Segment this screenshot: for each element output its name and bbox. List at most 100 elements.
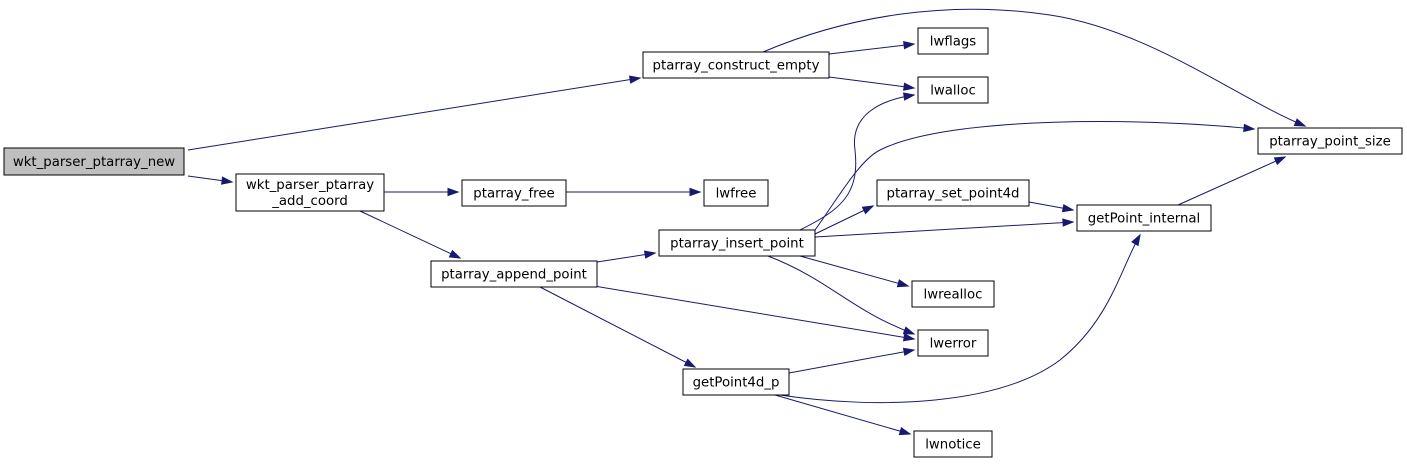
arrowhead: [683, 358, 697, 368]
edge-n8-to-n13: [593, 285, 916, 342]
node-label: lwflags: [930, 34, 977, 49]
node-wkt-parser-ptarray-add-coord[interactable]: wkt_parser_ptarray_add_coord: [235, 173, 385, 212]
edge-n2-to-n6: [384, 187, 460, 197]
node-box: [1257, 127, 1403, 155]
node-label: ptarray_construct_empty: [653, 58, 820, 73]
edge-n9-to-n11: [814, 218, 1075, 238]
edge-n14-to-n11: [779, 233, 1141, 404]
node-box: [917, 329, 989, 357]
edge-n1-to-n4: [828, 76, 916, 91]
edge-n9-to-n4: [799, 92, 916, 231]
node-wkt-parser-ptarray-new[interactable]: wkt_parser_ptarray_new: [3, 147, 185, 176]
arrowhead: [902, 347, 916, 357]
node-box: [913, 430, 993, 458]
node-box: [703, 179, 769, 207]
edge-n0-to-n1: [187, 75, 642, 151]
edge-n1-to-n5: [762, 8, 1307, 127]
arrowhead: [448, 249, 462, 259]
node-label: ptarray_set_point4d: [887, 186, 1020, 201]
node-box: [917, 27, 989, 55]
nodes-layer: wkt_parser_ptarray_new ptarray_construct_…: [3, 27, 1403, 458]
node-label: lwalloc: [930, 83, 976, 98]
arrowhead: [1243, 123, 1256, 133]
edge-line: [788, 349, 915, 374]
node-lwrealloc[interactable]: lwrealloc: [911, 280, 995, 308]
node-lwerror[interactable]: lwerror: [917, 329, 989, 357]
edge-line: [828, 43, 915, 55]
arrowhead: [1131, 233, 1141, 247]
node-label: getPoint4d_p: [693, 375, 780, 390]
arrowhead: [861, 205, 875, 215]
node-ptarray-point-size[interactable]: ptarray_point_size: [1257, 127, 1403, 155]
edge-n8-to-n9: [596, 250, 657, 263]
node-label: wkt_parser_ptarray_new: [13, 155, 175, 170]
arrowhead: [902, 92, 916, 101]
node-box: [917, 76, 989, 104]
node-box: [876, 179, 1030, 207]
node-lwnotice[interactable]: lwnotice: [913, 430, 993, 458]
node-getpoint4d-p[interactable]: getPoint4d_p: [682, 368, 790, 396]
node-ptarray-append-point[interactable]: ptarray_append_point: [430, 260, 598, 288]
node-ptarray-insert-point[interactable]: ptarray_insert_point: [658, 229, 816, 257]
node-label: ptarray_insert_point: [670, 236, 804, 251]
edge-line: [799, 255, 909, 287]
node-ptarray-set-point4d[interactable]: ptarray_set_point4d: [876, 179, 1030, 207]
node-box: [911, 280, 995, 308]
edge-line: [1177, 156, 1286, 206]
node-lwfree[interactable]: lwfree: [703, 179, 769, 207]
arrowhead: [447, 187, 460, 197]
edge-line: [593, 285, 915, 340]
node-ptarray-free[interactable]: ptarray_free: [461, 179, 567, 207]
node-box: [1076, 204, 1212, 232]
arrowhead: [902, 333, 916, 342]
edge-line: [539, 286, 696, 368]
node-label: ptarray_point_size: [1269, 134, 1391, 149]
node-box: [235, 173, 385, 212]
edge-line: [779, 234, 1141, 404]
edge-n9-to-n10: [814, 205, 875, 235]
arrowhead: [903, 41, 916, 50]
node-label: _add_coord: [271, 194, 348, 209]
edge-n9-to-n12: [799, 255, 910, 288]
edge-n11-to-n5: [1177, 156, 1287, 206]
edge-n2-to-n8: [359, 210, 462, 259]
edge-line: [799, 94, 915, 231]
arrowhead: [896, 279, 910, 288]
arrowhead: [1062, 218, 1075, 227]
edge-line: [814, 205, 874, 235]
arrowhead: [221, 176, 234, 185]
arrowhead: [643, 250, 657, 259]
node-box: [642, 51, 830, 79]
node-lwalloc[interactable]: lwalloc: [917, 76, 989, 104]
edge-line: [828, 76, 915, 89]
arrowhead: [903, 82, 916, 91]
node-box: [658, 229, 816, 257]
edge-line: [814, 121, 1255, 231]
edge-n6-to-n7: [566, 187, 702, 197]
arrowhead: [1061, 203, 1075, 213]
node-label: ptarray_free: [473, 186, 554, 201]
node-label: wkt_parser_ptarray: [246, 178, 374, 193]
edge-line: [814, 221, 1074, 238]
arrowhead: [898, 427, 912, 436]
arrowhead: [628, 75, 642, 84]
node-ptarray-construct-empty[interactable]: ptarray_construct_empty: [642, 51, 830, 79]
edge-n10-to-n11: [1028, 201, 1075, 213]
node-lwflags[interactable]: lwflags: [917, 27, 989, 55]
arrowhead: [1293, 118, 1307, 127]
edge-n14-to-n13: [788, 347, 916, 374]
edge-n1-to-n3: [828, 41, 916, 55]
edge-line: [762, 8, 1306, 127]
edge-n9-to-n5: [814, 121, 1256, 231]
node-box: [3, 147, 185, 176]
edge-n9-to-n13: [767, 255, 916, 335]
edge-line: [767, 255, 915, 335]
edges-layer: [187, 8, 1307, 436]
edge-line: [359, 210, 461, 259]
node-label: lwfree: [716, 186, 757, 201]
node-label: lwrealloc: [924, 287, 983, 302]
node-getpoint-internal[interactable]: getPoint_internal: [1076, 204, 1212, 232]
node-label: lwnotice: [925, 437, 981, 452]
arrowhead: [902, 326, 916, 335]
